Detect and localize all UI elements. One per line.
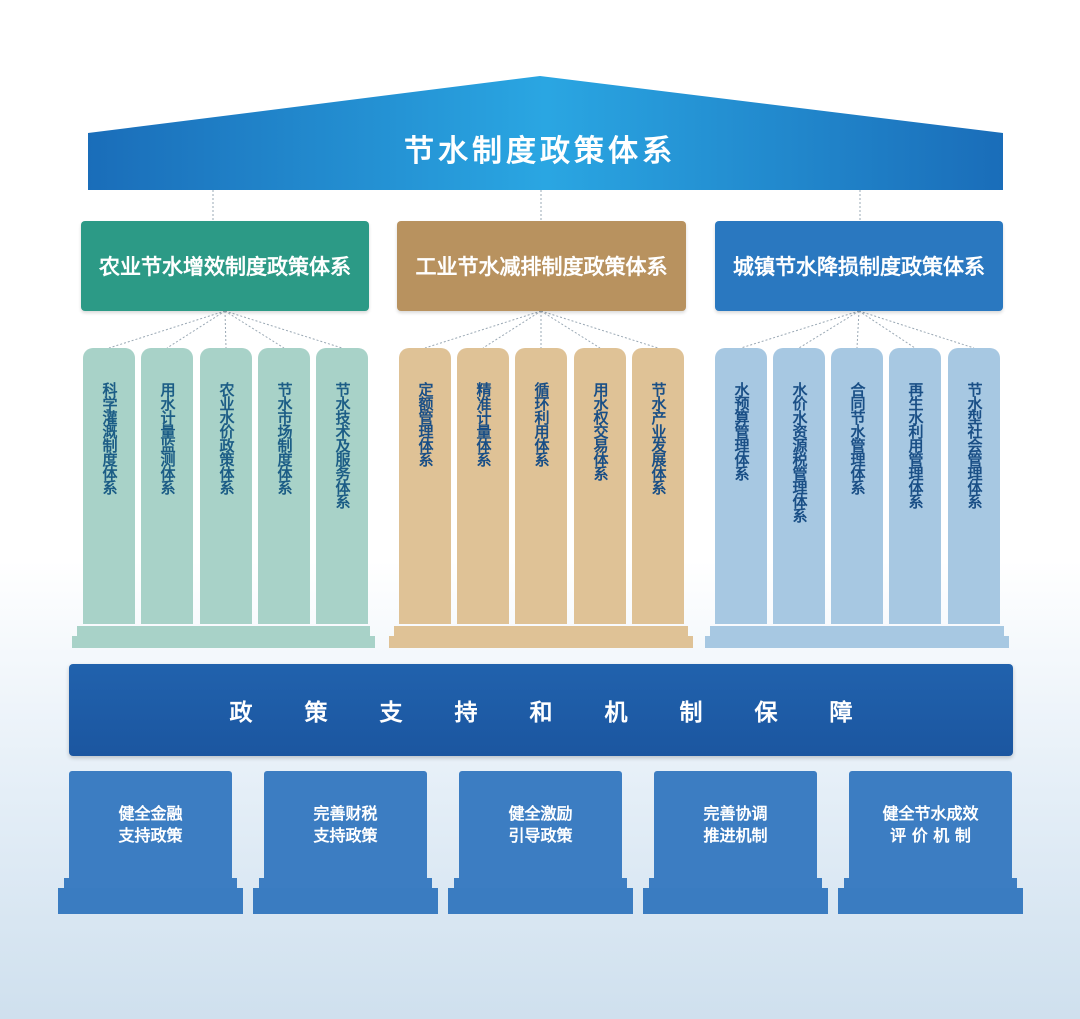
measure-block: 完善协调推进机制 bbox=[654, 771, 817, 878]
measure-line: 引导政策 bbox=[508, 825, 573, 845]
measure-line: 完善协调 bbox=[703, 803, 768, 823]
pillar-label: 再生水利用管理体系 bbox=[906, 382, 925, 508]
category-agriculture: 农业节水增效制度政策体系 bbox=[81, 221, 369, 311]
pillar: 水预算管理体系 bbox=[715, 348, 767, 624]
pillar: 合同节水管理体系 bbox=[831, 348, 883, 624]
pillar-label: 水价水资源税管理体系 bbox=[790, 382, 809, 522]
roof-shape bbox=[88, 76, 1003, 190]
measure-block: 健全金融支持政策 bbox=[69, 771, 232, 878]
measure-base bbox=[838, 888, 1023, 914]
pillar: 水价水资源税管理体系 bbox=[773, 348, 825, 624]
measure-block: 健全节水成效评 价 机 制 bbox=[849, 771, 1012, 878]
pillar-label: 节水产业发展体系 bbox=[649, 382, 668, 494]
measure-line: 支持政策 bbox=[118, 825, 183, 845]
pillar-label: 循环利用体系 bbox=[532, 382, 551, 466]
pillar: 节水型社会管理体系 bbox=[948, 348, 1000, 624]
pillar-label: 科学灌溉制度体系 bbox=[100, 382, 119, 494]
measure-line: 支持政策 bbox=[313, 825, 378, 845]
measure-block: 健全激励引导政策 bbox=[459, 771, 622, 878]
pillar: 循环利用体系 bbox=[515, 348, 567, 624]
measure-block: 完善财税支持政策 bbox=[264, 771, 427, 878]
pillar: 节水产业发展体系 bbox=[632, 348, 684, 624]
support-label: 政策支持和机制保障 bbox=[229, 700, 905, 726]
measure-base bbox=[448, 888, 633, 914]
category-urban: 城镇节水降损制度政策体系 bbox=[715, 221, 1003, 311]
measure-line: 健全节水成效 bbox=[882, 803, 979, 823]
pillar: 农业水价政策体系 bbox=[200, 348, 252, 624]
pillar-label: 精准计量体系 bbox=[474, 382, 493, 466]
pillar-label: 用水计量监测体系 bbox=[158, 382, 177, 494]
support-band: 政策支持和机制保障 bbox=[69, 664, 1013, 756]
measure-line: 健全激励 bbox=[508, 803, 573, 823]
pillar: 节水技术及服务体系 bbox=[316, 348, 368, 624]
measure-base bbox=[649, 878, 822, 888]
measure-line: 推进机制 bbox=[703, 825, 768, 845]
pillar-base bbox=[72, 636, 375, 648]
measure-line: 完善财税 bbox=[313, 803, 378, 823]
measure-base bbox=[259, 878, 432, 888]
pillar: 用水计量监测体系 bbox=[141, 348, 193, 624]
pillar-label: 水预算管理体系 bbox=[732, 382, 751, 480]
pillar-base bbox=[710, 626, 1004, 636]
pillar-label: 用水权交易体系 bbox=[591, 382, 610, 480]
pillar: 用水权交易体系 bbox=[574, 348, 626, 624]
pillar: 定额管理体系 bbox=[399, 348, 451, 624]
measure-base bbox=[58, 888, 243, 914]
measure-line: 评 价 机 制 bbox=[890, 825, 971, 845]
pillar: 科学灌溉制度体系 bbox=[83, 348, 135, 624]
measure-base bbox=[454, 878, 627, 888]
pillar-label: 合同节水管理体系 bbox=[848, 382, 867, 494]
pillar: 节水市场制度体系 bbox=[258, 348, 310, 624]
pillar-label: 农业水价政策体系 bbox=[217, 382, 236, 494]
pillar-label: 节水型社会管理体系 bbox=[965, 382, 984, 508]
pillar-label: 节水市场制度体系 bbox=[275, 382, 294, 494]
pillar-base bbox=[394, 626, 688, 636]
pillar-base bbox=[77, 626, 370, 636]
pillar-label: 定额管理体系 bbox=[416, 382, 435, 466]
pillar-label: 节水技术及服务体系 bbox=[333, 382, 352, 508]
page-title: 节水制度政策体系 bbox=[404, 134, 676, 169]
category-industry: 工业节水减排制度政策体系 bbox=[397, 221, 686, 311]
pillar-base bbox=[389, 636, 693, 648]
pillar-base bbox=[705, 636, 1009, 648]
measure-line: 健全金融 bbox=[118, 803, 183, 823]
measure-base bbox=[643, 888, 828, 914]
pillar: 精准计量体系 bbox=[457, 348, 509, 624]
measure-base bbox=[844, 878, 1017, 888]
measure-base bbox=[64, 878, 237, 888]
pillar: 再生水利用管理体系 bbox=[889, 348, 941, 624]
measure-base bbox=[253, 888, 438, 914]
